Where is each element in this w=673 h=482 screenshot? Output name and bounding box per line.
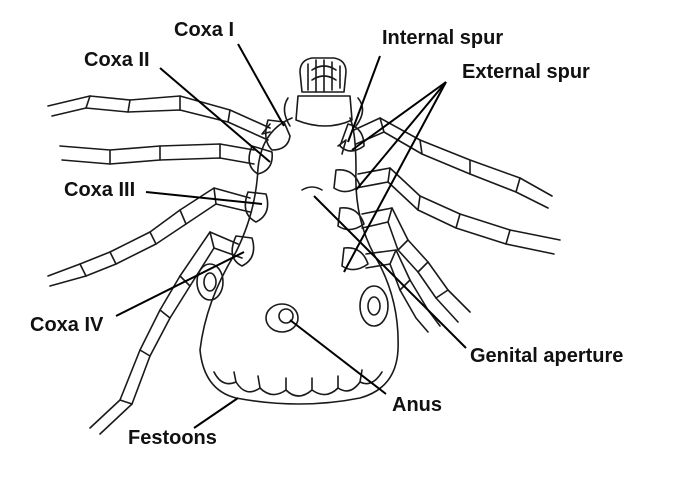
label-internal-spur: Internal spur bbox=[382, 27, 503, 49]
leader-coxa-i bbox=[237, 43, 285, 127]
leader-external-spur-2 bbox=[355, 81, 447, 191]
genital-aperture-shape bbox=[301, 186, 323, 191]
anus-shape bbox=[265, 303, 299, 333]
leader-festoons bbox=[193, 397, 239, 429]
label-coxa-i: Coxa I bbox=[174, 19, 234, 41]
leader-genital-aperture bbox=[313, 195, 467, 349]
label-genital-aperture: Genital aperture bbox=[470, 345, 623, 367]
leader-coxa-iii bbox=[145, 191, 263, 205]
label-external-spur: External spur bbox=[462, 61, 590, 83]
label-anus: Anus bbox=[392, 394, 442, 416]
label-coxa-ii: Coxa II bbox=[84, 49, 150, 71]
leader-external-spur-1 bbox=[351, 81, 447, 151]
leader-external-spur-3 bbox=[343, 81, 447, 273]
leader-internal-spur bbox=[347, 55, 381, 143]
label-coxa-iv: Coxa IV bbox=[30, 314, 104, 336]
leader-lines bbox=[115, 43, 467, 429]
label-festoons: Festoons bbox=[128, 427, 217, 449]
coxae bbox=[231, 119, 369, 271]
legs bbox=[47, 95, 561, 435]
spiracular-plates bbox=[196, 263, 389, 327]
label-coxa-iii: Coxa III bbox=[64, 179, 135, 201]
leader-anus bbox=[289, 319, 387, 395]
leader-coxa-ii bbox=[159, 67, 271, 163]
tick-body-drawing bbox=[47, 57, 561, 435]
body-outline bbox=[199, 117, 399, 405]
labels: Coxa I Coxa II Coxa III Coxa IV Internal… bbox=[30, 19, 623, 449]
capitulum bbox=[283, 57, 364, 127]
festoons-margin bbox=[213, 371, 383, 397]
leader-coxa-iv bbox=[115, 251, 245, 317]
